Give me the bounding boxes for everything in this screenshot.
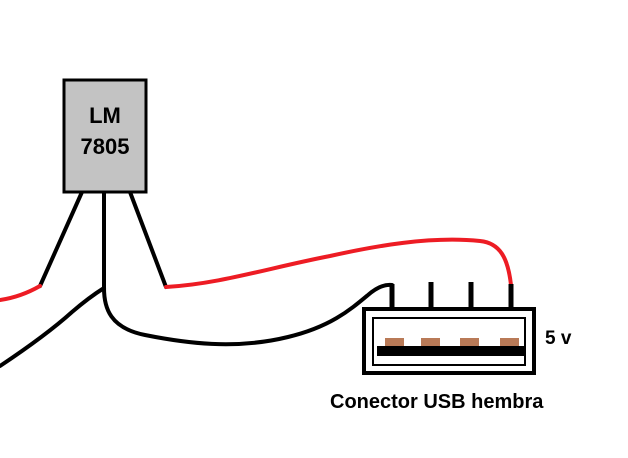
usb-tongue: [377, 346, 524, 356]
ground-wire-right: [102, 282, 394, 347]
usb-contact: [385, 338, 404, 346]
usb-shell-inner: [372, 317, 526, 366]
usb-connector: [362, 307, 536, 375]
usb-contact: [421, 338, 440, 346]
regulator-leads: [38, 190, 168, 290]
usb-pins: [389, 282, 514, 310]
regulator-lm7805: LM 7805: [62, 78, 148, 194]
regulator-label-line1: LM: [89, 103, 121, 128]
input-wire: [0, 284, 42, 302]
input-lead: [38, 190, 84, 288]
connector-caption: Conector USB hembra: [330, 391, 544, 413]
usb-contact: [500, 338, 519, 346]
regulator-label-line2: 7805: [81, 134, 130, 159]
output-wire: [164, 237, 513, 289]
usb-contacts: [385, 338, 519, 346]
usb-contact: [460, 338, 479, 346]
ground-wire-left: [0, 286, 106, 368]
voltage-label: 5 v: [545, 328, 572, 349]
regulator-body: [62, 78, 148, 194]
output-lead: [128, 190, 168, 289]
